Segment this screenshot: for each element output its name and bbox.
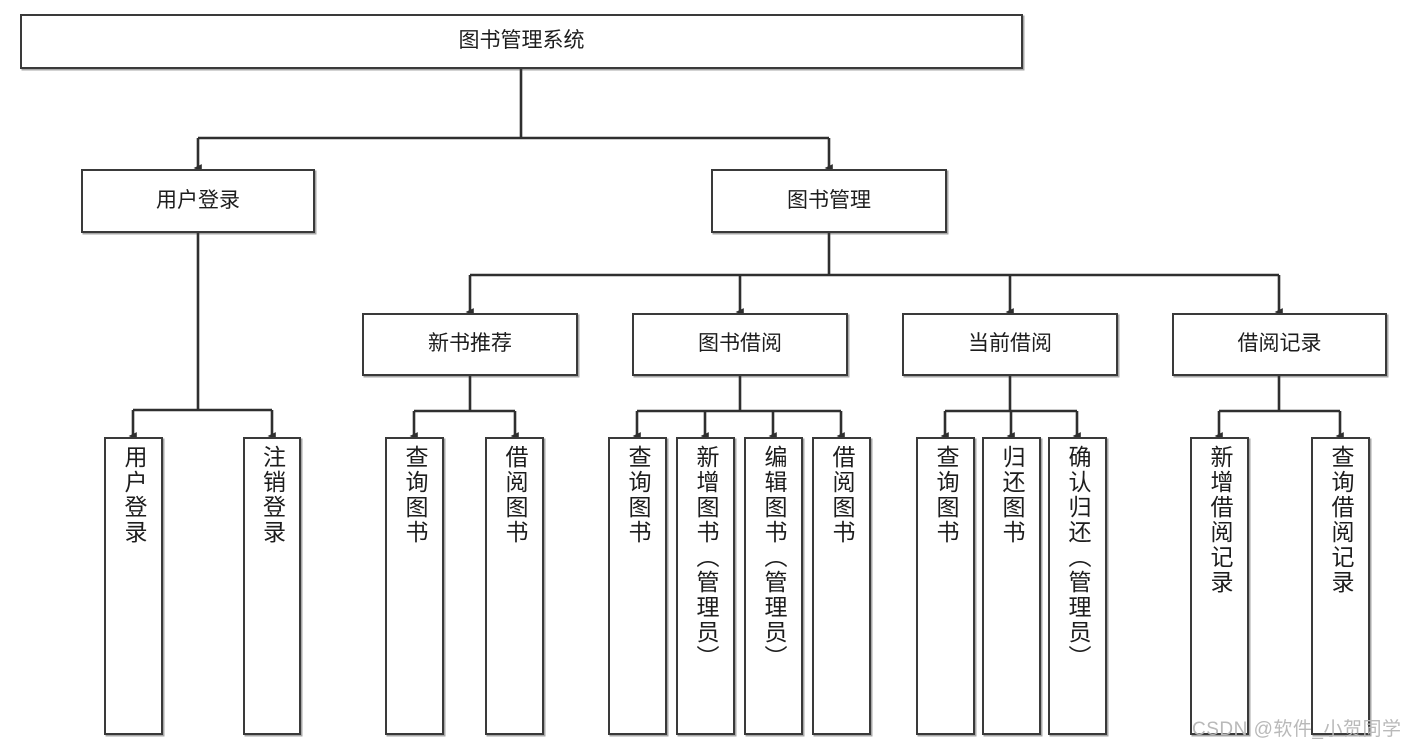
node-label: 新增图书（管理员） [693, 445, 719, 670]
node-label: 借阅图书 [502, 445, 528, 545]
node-l3-confirm-return[interactable]: 确认归还（管理员） [1048, 437, 1107, 735]
node-label: 查询借阅记录 [1328, 445, 1354, 595]
node-l3-query-book-c[interactable]: 查询图书 [916, 437, 975, 735]
node-l1-user-login[interactable]: 用户登录 [81, 169, 315, 233]
node-l3-borrow-book-b[interactable]: 借阅图书 [812, 437, 871, 735]
node-l3-edit-book[interactable]: 编辑图书（管理员） [744, 437, 803, 735]
node-l3-add-book[interactable]: 新增图书（管理员） [676, 437, 735, 735]
node-label: 借阅记录 [1237, 332, 1322, 356]
node-l3-query-record[interactable]: 查询借阅记录 [1311, 437, 1370, 735]
node-l3-return-book[interactable]: 归还图书 [982, 437, 1041, 735]
node-label: 查询图书 [933, 445, 959, 545]
node-l3-query-book-a[interactable]: 查询图书 [385, 437, 444, 735]
node-l1-book-mgmt[interactable]: 图书管理 [711, 169, 947, 233]
node-label: 归还图书 [999, 445, 1025, 545]
node-label: 图书借阅 [698, 332, 782, 356]
node-l3-query-book-b[interactable]: 查询图书 [608, 437, 667, 735]
node-l2-book-borrow[interactable]: 图书借阅 [632, 313, 848, 376]
node-l3-add-record[interactable]: 新增借阅记录 [1190, 437, 1249, 735]
node-label: 编辑图书（管理员） [761, 445, 787, 670]
node-label: 借阅图书 [829, 445, 855, 545]
node-l3-user-login[interactable]: 用户登录 [104, 437, 163, 735]
node-label: 查询图书 [402, 445, 428, 545]
node-label: 图书管理系统 [458, 29, 585, 53]
node-root[interactable]: 图书管理系统 [20, 14, 1023, 69]
node-label: 用户登录 [156, 188, 240, 212]
node-label: 用户登录 [121, 445, 147, 545]
node-label: 新增借阅记录 [1207, 445, 1233, 595]
watermark-text: CSDN @软件_小贺同学 [1192, 719, 1402, 740]
node-label: 当前借阅 [968, 332, 1052, 356]
node-label: 新书推荐 [428, 332, 512, 356]
node-l3-borrow-book-a[interactable]: 借阅图书 [485, 437, 544, 735]
node-label: 查询图书 [625, 445, 651, 545]
node-label: 图书管理 [787, 188, 871, 212]
node-label: 确认归还（管理员） [1065, 445, 1091, 670]
node-l2-borrow-record[interactable]: 借阅记录 [1172, 313, 1387, 376]
node-l3-logout[interactable]: 注销登录 [243, 437, 301, 735]
node-label: 注销登录 [259, 445, 286, 545]
node-l2-current-borrow[interactable]: 当前借阅 [902, 313, 1118, 376]
node-l2-new-book-rec[interactable]: 新书推荐 [362, 313, 578, 376]
